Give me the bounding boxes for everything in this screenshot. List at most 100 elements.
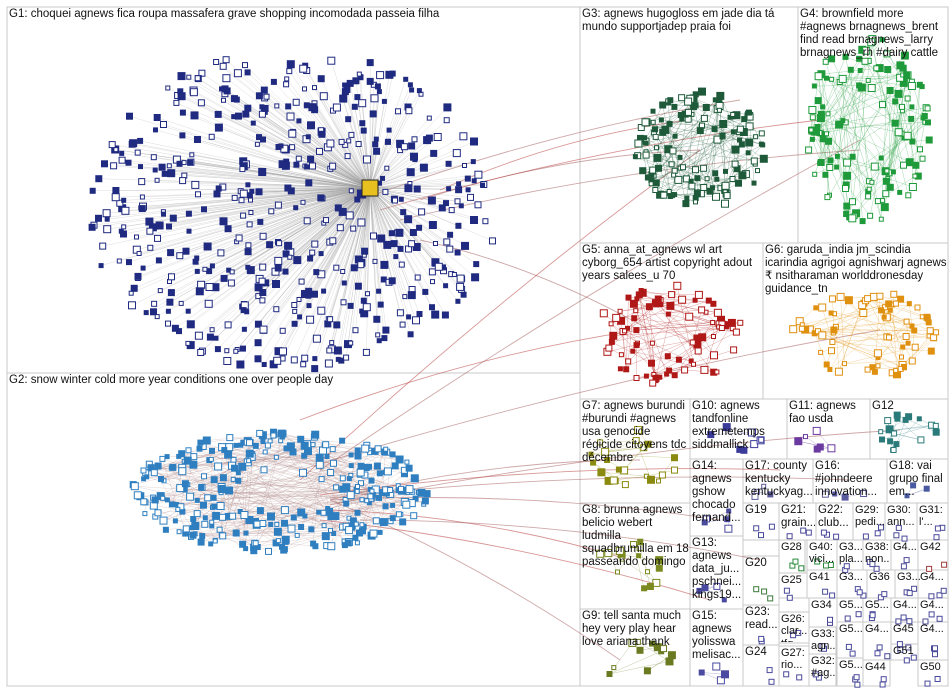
group-box-g32 <box>808 653 837 687</box>
vertex-node <box>410 474 419 483</box>
edge <box>826 78 896 124</box>
edge <box>827 113 829 198</box>
vertex-node <box>197 349 205 356</box>
vertex-node <box>324 359 333 368</box>
vertex-node <box>250 120 256 126</box>
edge <box>188 77 371 189</box>
edge <box>369 184 484 189</box>
edge <box>369 187 434 226</box>
vertex-node <box>235 112 242 120</box>
vertex-node <box>118 228 124 234</box>
vertex-node <box>294 532 300 538</box>
edge <box>328 187 371 320</box>
vertex-node <box>229 512 237 520</box>
edge <box>827 39 883 114</box>
edge <box>206 434 263 441</box>
edge <box>214 479 386 507</box>
edge <box>852 107 927 202</box>
edge <box>810 106 823 131</box>
group-label-g18: G18: vai grupo final em... <box>889 460 943 498</box>
edge <box>163 124 371 189</box>
edge <box>329 187 371 320</box>
vertex-node <box>359 120 366 127</box>
edge <box>830 312 902 358</box>
vertex-node <box>152 167 158 173</box>
vertex-node <box>311 430 320 439</box>
vertex-node <box>165 308 171 314</box>
edge <box>700 135 723 194</box>
edge <box>369 79 406 189</box>
vertex-node <box>471 273 480 282</box>
vertex-node <box>344 153 351 160</box>
vertex-node <box>194 136 201 143</box>
edge <box>280 145 371 189</box>
edge <box>321 187 371 311</box>
group-label-g23: G23: read... <box>745 606 778 631</box>
edge <box>182 135 371 189</box>
edge <box>354 187 371 268</box>
edge <box>369 187 436 244</box>
vertex-node <box>213 335 219 341</box>
group-box-g27 <box>778 645 810 687</box>
edge <box>885 133 902 172</box>
vertex-node <box>134 149 141 156</box>
edge <box>223 187 371 222</box>
vertex-node <box>217 249 225 257</box>
edge <box>369 187 385 265</box>
edge <box>228 490 285 511</box>
vertex-node <box>206 333 214 341</box>
edge <box>185 187 371 252</box>
edge <box>338 187 371 360</box>
vertex-node <box>172 518 178 524</box>
edge <box>906 488 927 496</box>
edge <box>262 475 351 524</box>
vertex-node <box>169 214 177 222</box>
vertex-node <box>333 264 340 271</box>
vertex-node <box>214 110 222 118</box>
vertex-node <box>270 78 277 85</box>
edge <box>367 187 371 294</box>
vertex-node <box>284 241 293 250</box>
vertex-node <box>286 60 295 69</box>
edge <box>826 78 904 166</box>
vertex-node <box>454 198 461 205</box>
vertex-node <box>438 204 446 212</box>
vertex-node <box>377 529 383 535</box>
group-label-g56: G4... <box>920 623 944 635</box>
edge <box>247 107 371 189</box>
vertex-node <box>318 251 324 257</box>
vertex-node <box>176 252 184 260</box>
vertex-node <box>246 439 253 447</box>
inter-group-edge <box>299 149 701 481</box>
edge <box>177 95 371 189</box>
vertex-node <box>264 442 271 449</box>
vertex-node <box>403 76 409 82</box>
edge <box>848 300 903 366</box>
vertex-node <box>458 203 464 209</box>
edge <box>369 187 447 243</box>
edge <box>323 187 371 292</box>
vertex-node <box>410 152 418 161</box>
vertex-node <box>155 257 162 264</box>
group-label-g48: G4... <box>893 599 917 611</box>
edge <box>140 187 371 209</box>
vertex-node <box>179 109 186 116</box>
edge <box>369 174 479 189</box>
vertex-node <box>331 512 340 521</box>
vertex-node <box>398 196 404 202</box>
vertex-node <box>380 175 385 181</box>
group-label-g9: G9: tell santa much hey very play hear l… <box>582 610 682 648</box>
vertex-node <box>305 134 311 140</box>
vertex-node <box>222 74 231 83</box>
vertex-node <box>343 500 350 507</box>
edge <box>345 449 386 527</box>
edge <box>215 444 326 517</box>
edge <box>369 187 402 265</box>
inter-group-edge <box>379 119 821 211</box>
edge <box>820 117 869 197</box>
group-box-g18 <box>886 458 949 504</box>
edge <box>242 187 371 307</box>
group-box-g50 <box>917 659 949 687</box>
vertex-node <box>283 445 290 452</box>
vertex-node <box>203 242 212 251</box>
